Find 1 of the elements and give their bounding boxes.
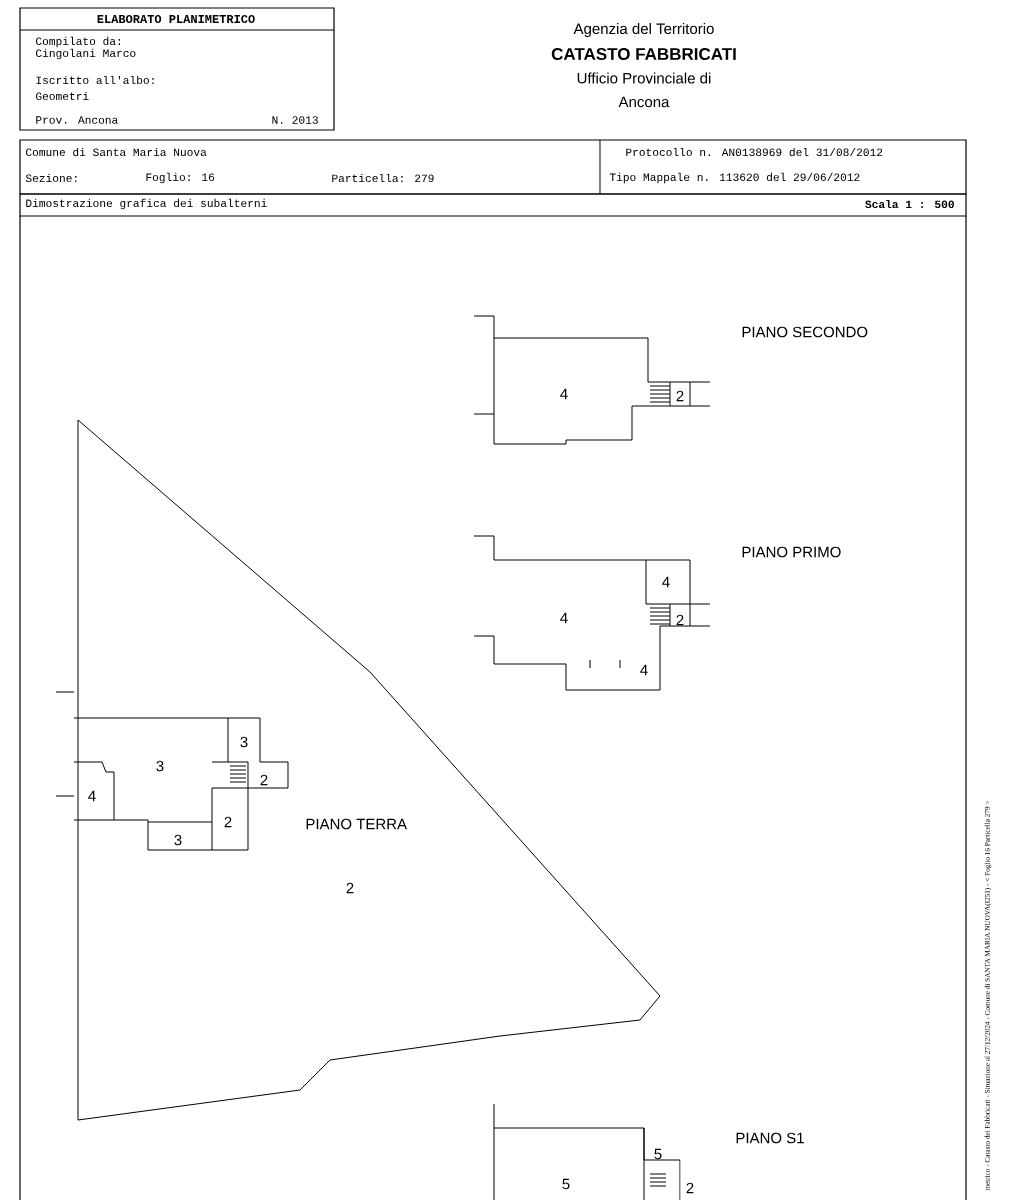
office-heading: CATASTO FABBRICATI <box>551 48 736 61</box>
